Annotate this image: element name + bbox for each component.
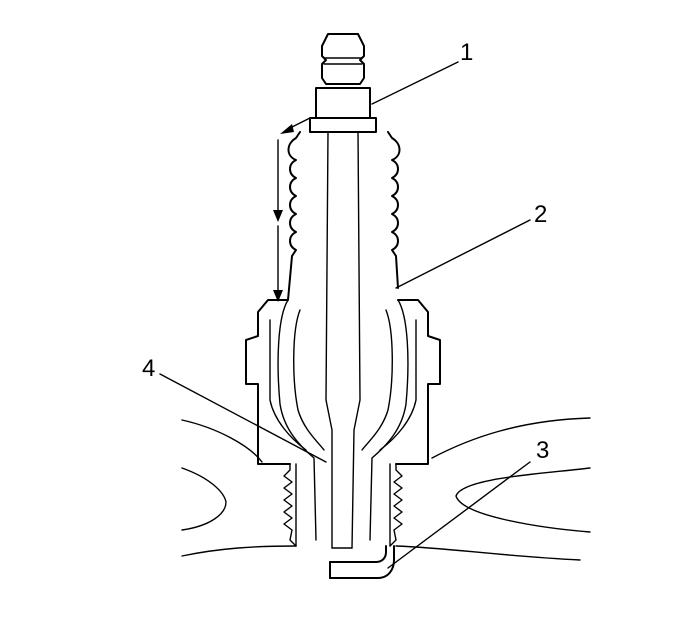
cylinder-head-outline [181,417,591,561]
callout-3-label: 3 [536,437,549,464]
terminal-nut [321,33,365,85]
callout-1-label: 1 [460,39,473,66]
shell-threads [283,463,403,547]
callout-leaders [159,61,531,569]
terminal-stud [309,87,377,133]
steel-shell [245,299,441,541]
arrow-down-ribs [273,139,283,222]
callout-2-label: 2 [534,201,547,228]
arrow-down-shell [273,225,283,302]
arrow-to-terminal-base [280,117,311,134]
insulator-body [287,131,401,301]
callout-4-label: 4 [142,355,155,382]
ground-electrode [329,545,395,579]
center-electrode-rod [325,131,361,549]
